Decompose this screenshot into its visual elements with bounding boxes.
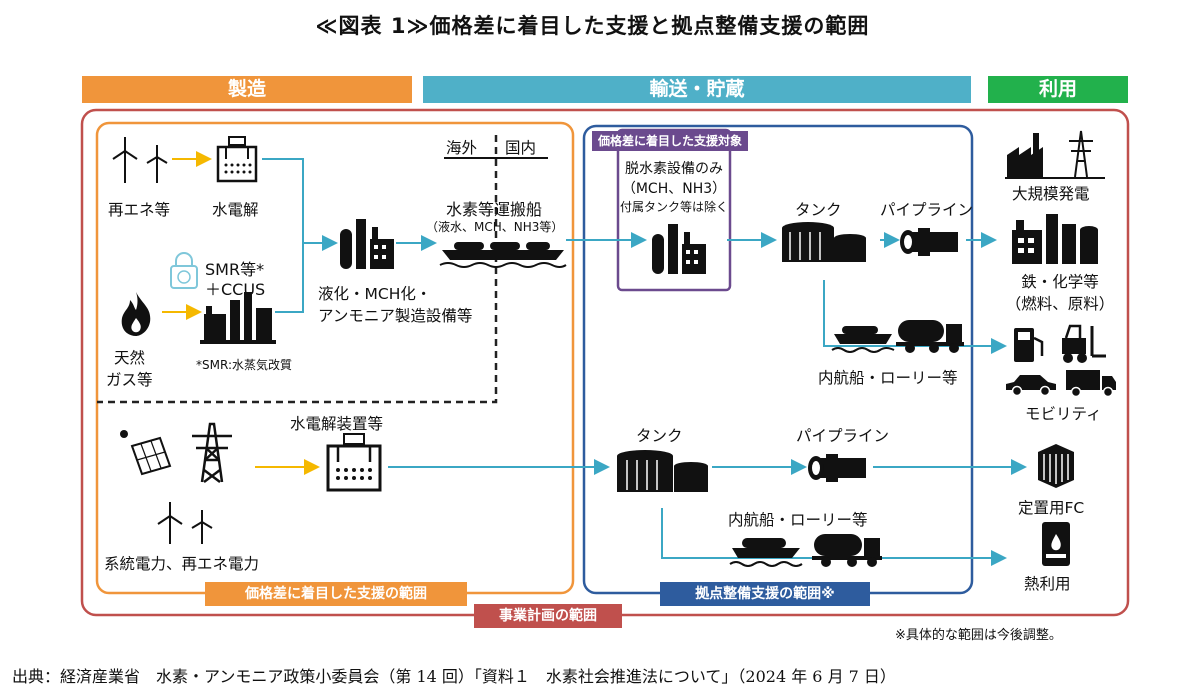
support-target-frame (616, 128, 732, 292)
label-steel-2: （燃料、原料） (1005, 295, 1115, 313)
page-title: ≪図表 1≫価格差に着目した支援と拠点整備支援の範囲 (315, 14, 870, 38)
label-coastal-top: 内航船・ローリー等 (818, 369, 958, 387)
label-dehydro-3: 付属タンク等は除く (619, 200, 728, 214)
ship-icon (439, 242, 567, 268)
label-ship: 水素等運搬船 (446, 200, 543, 219)
truck-icon (1066, 370, 1116, 398)
border-dashed-line (97, 135, 498, 404)
label-heat: 熱利用 (1024, 575, 1071, 593)
label-electrolysis: 水電解 (212, 201, 259, 219)
tag-price-gap: 価格差に着目した支援の範囲 (205, 582, 467, 606)
tank-truck-icon (896, 320, 964, 353)
footnote: ※具体的な範囲は今後調整。 (895, 628, 1062, 643)
label-overseas: 海外 (446, 139, 478, 157)
tank-bottom-icon (617, 450, 708, 492)
label-smr-1: SMR等* (205, 260, 265, 279)
label-pipeline-top: パイプライン (880, 201, 974, 219)
label-smr-2: ＋CCUS (205, 280, 266, 299)
solar-panel-icon (120, 430, 172, 476)
source-citation: 出典：経済産業省 水素・アンモニア政策小委員会（第 14 回）「資料１ 水素社会… (12, 667, 896, 686)
fuel-pump-icon (1014, 328, 1044, 362)
tag-business-plan: 事業計画の範囲 (474, 604, 622, 628)
label-renewables: 再エネ等 (108, 201, 171, 219)
label-electrolyzer: 水電解装置等 (290, 415, 384, 433)
electrolyzer-bottom-icon (326, 433, 382, 492)
label-natural-gas-1: 天然 (114, 349, 146, 367)
label-domestic: 国内 (505, 139, 537, 157)
electrolyzer-icon (216, 136, 258, 183)
band-transport: 輸送・貯蔵 (423, 76, 971, 103)
label-ship-sub: （液水、MCH、NH3等） (426, 220, 564, 234)
label-tank-top: タンク (795, 201, 842, 219)
label-mobility: モビリティ (1025, 405, 1102, 423)
label-pipeline-bottom: パイプライン (796, 427, 890, 445)
liquefaction-plant-icon (340, 219, 394, 269)
pipeline-bottom-icon (808, 454, 866, 482)
fuel-cell-icon (1038, 444, 1074, 488)
tank-icon (782, 222, 866, 262)
dehydrogenation-plant-icon (652, 224, 706, 274)
co2-lock-icon (170, 252, 198, 289)
transmission-tower-icon (192, 422, 232, 483)
arrow-smr-plant (275, 243, 304, 313)
label-coastal-bottom: 内航船・ローリー等 (728, 511, 868, 529)
label-natural-gas-2: ガス等 (106, 371, 153, 389)
label-plant-1: 液化・MCH化・ (318, 285, 432, 303)
coastal-ship-bottom-icon (729, 538, 803, 567)
flame-icon (121, 292, 151, 336)
wind-turbine-bottom-icon (157, 502, 213, 544)
tag-hub: 拠点整備支援の範囲※ (660, 582, 870, 606)
arrow-electrolysis-plant (262, 158, 338, 251)
pipeline-icon (900, 228, 958, 256)
label-dehydro-1: 脱水素設備のみ (625, 161, 723, 177)
label-dehydro-2: （MCH、NH3） (621, 181, 727, 197)
band-use: 利用 (988, 76, 1128, 103)
label-steel-1: 鉄・化学等 (1021, 273, 1099, 291)
forklift-icon (1062, 324, 1106, 363)
label-smr-note: *SMR:水蒸気改質 (196, 358, 292, 372)
label-grid-renew: 系統電力、再エネ電力 (104, 555, 260, 573)
tag-support-target: 価格差に着目した支援対象 (592, 131, 748, 151)
water-heater-icon (1042, 522, 1070, 566)
wind-turbine-icon (112, 137, 168, 183)
power-plant-icon (1005, 130, 1105, 179)
smr-plant-icon (200, 292, 276, 344)
car-icon (1006, 375, 1056, 397)
overseas-domestic-underline (444, 157, 548, 159)
coastal-ship-icon (831, 326, 895, 353)
label-plant-2: アンモニア製造設備等 (318, 307, 473, 325)
label-tank-bottom: タンク (636, 427, 683, 445)
band-manufacturing: 製造 (82, 76, 412, 103)
label-fc: 定置用FC (1018, 499, 1085, 517)
label-power: 大規模発電 (1012, 185, 1090, 203)
tank-truck-bottom-icon (812, 534, 882, 567)
factory-icon (1012, 214, 1098, 264)
arrow-tank-heat (661, 508, 1007, 566)
